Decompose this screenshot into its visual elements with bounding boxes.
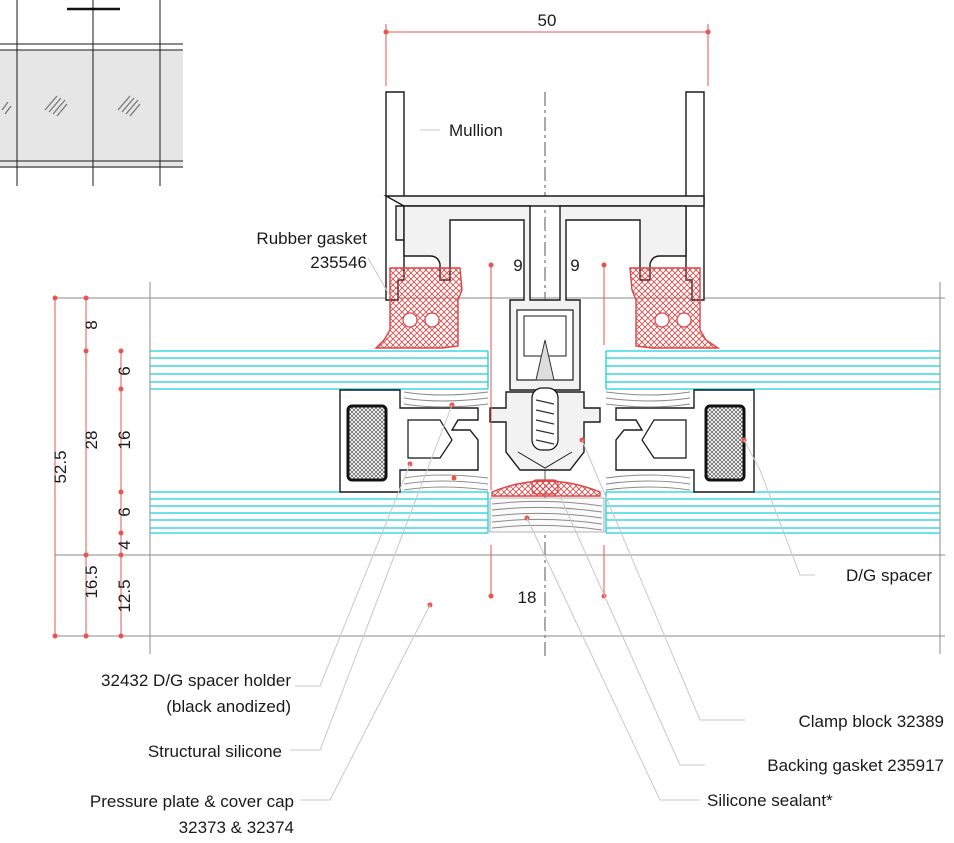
label-rubber-gasket-code: 235546 [310,253,367,272]
glass-panes [150,350,940,534]
outer-pane-right [605,350,940,390]
label-spacer-holder-finish: (black anodized) [166,697,291,716]
silicone-sealant [489,497,605,533]
key-plan [0,0,183,186]
structural-silicone [403,391,691,491]
dim-inner-right: 9 [570,256,579,275]
label-mullion: Mullion [449,121,503,140]
label-pressure-plate-codes: 32373 & 32374 [179,818,294,837]
label-dg-spacer: D/G spacer [846,566,932,585]
label-structural-silicone: Structural silicone [148,742,282,761]
dim-pane-top: 6 [115,366,134,375]
inner-pane-right [605,491,940,534]
extent-lines [55,282,945,654]
label-clamp-block: Clamp block 32389 [798,712,944,731]
dim-gap-bottom: 18 [518,588,537,607]
dimension-texts: 50 9 9 18 52.5 28 8 16.5 6 16 6 4 12.5 [51,11,580,613]
dim-cap-total: 16.5 [82,565,101,598]
rubber-gasket-right [629,267,721,349]
label-rubber-gasket: Rubber gasket [256,229,367,248]
dim-offset-top: 8 [82,320,101,329]
dim-inner-ply: 4 [115,540,134,549]
label-silicone-sealant: Silicone sealant* [707,791,833,810]
label-pressure-plate: Pressure plate & cover cap [90,792,294,811]
spacer-holder-right [615,389,755,493]
dim-pane-bottom: 6 [115,507,134,516]
dim-total-height: 52.5 [51,450,70,483]
label-backing-gasket: Backing gasket 235917 [767,756,944,775]
dimension-lines [52,24,747,639]
dim-glass-unit: 28 [82,431,101,450]
clamp-block-assembly [489,339,601,471]
outer-pane-left [150,350,489,390]
label-spacer-holder: 32432 D/G spacer holder [101,671,291,690]
dim-cavity: 16 [115,431,134,450]
rubber-gasket-left [374,267,463,349]
spacer-holder-left [339,389,479,493]
inner-pane-left [150,491,489,534]
dim-cap-depth: 12.5 [115,579,134,612]
dim-top-width: 50 [538,11,557,30]
leader-lines [290,129,815,801]
component-labels: Mullion Rubber gasket 235546 D/G spacer … [90,121,944,837]
dim-inner-left: 9 [513,256,522,275]
backing-gasket [491,479,601,497]
